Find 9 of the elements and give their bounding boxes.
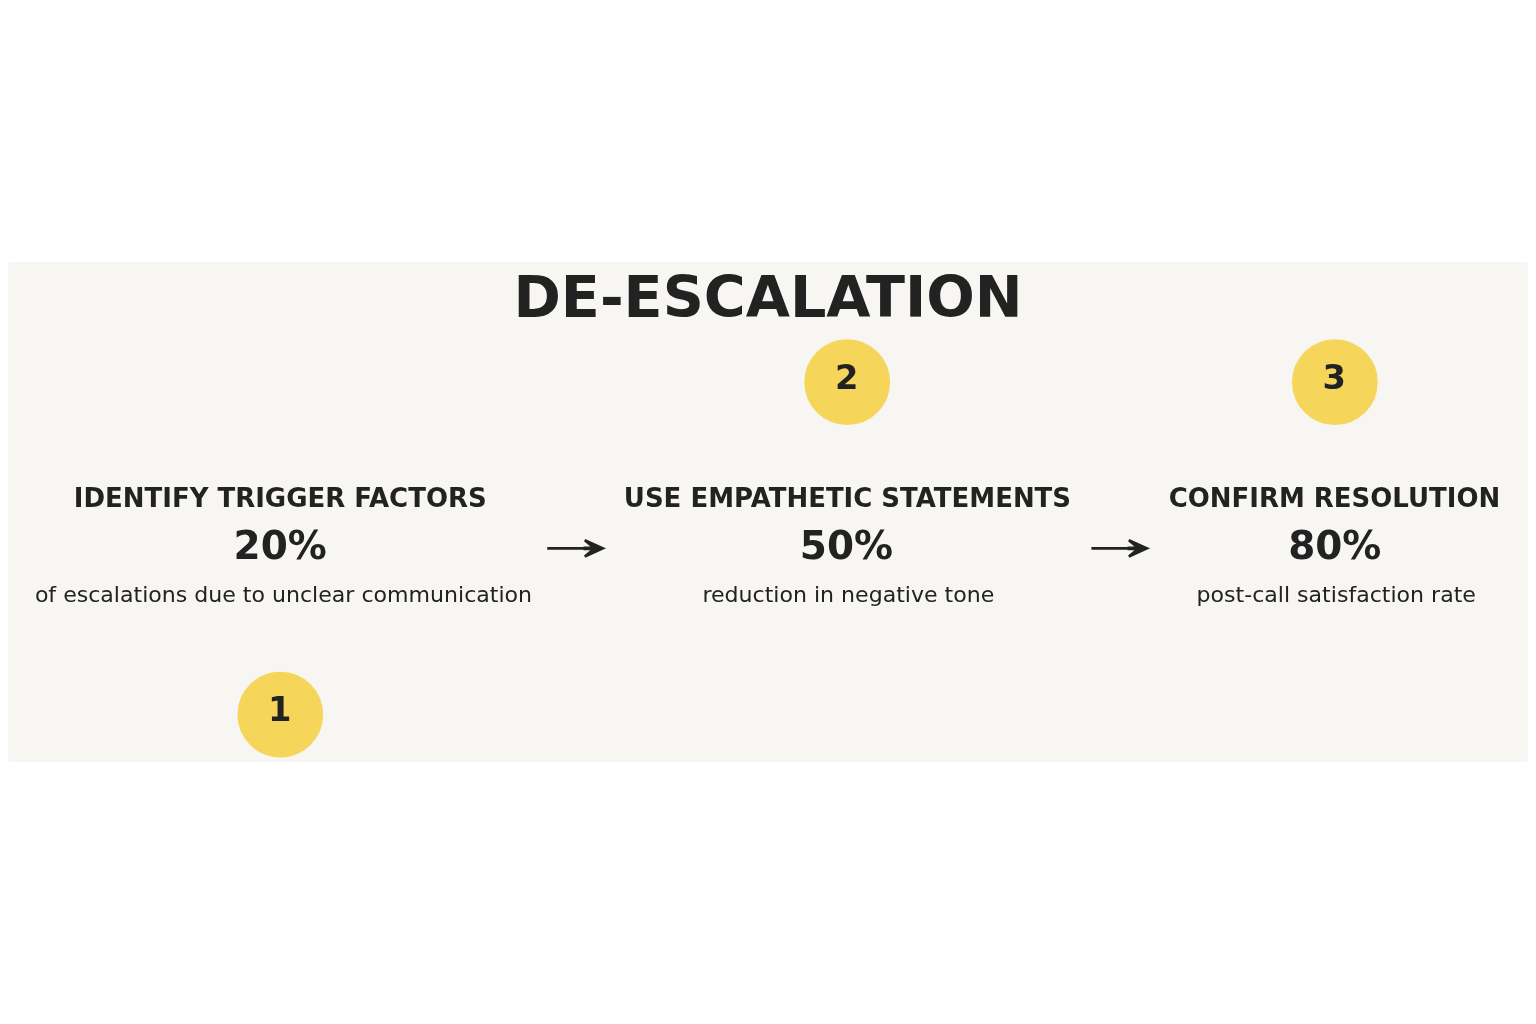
- node-text: CONFIRM RESOLUTION 80% post-call satisfaction rate: [1168, 482, 1501, 608]
- arrow: [547, 538, 605, 558]
- node-circle: 1: [237, 671, 324, 758]
- node-text: IDENTIFY TRIGGER FACTORS 20% of escalations due to unclear communication: [34, 482, 533, 608]
- node-circle: 3: [1292, 339, 1378, 425]
- arrow: [1091, 538, 1149, 558]
- node-text: USE EMPATHETIC STATEMENTS 50% reduction in negative tone: [623, 482, 1072, 608]
- node-circle: 2: [804, 339, 891, 425]
- diagram-title: DE-ESCALATION: [513, 263, 1023, 330]
